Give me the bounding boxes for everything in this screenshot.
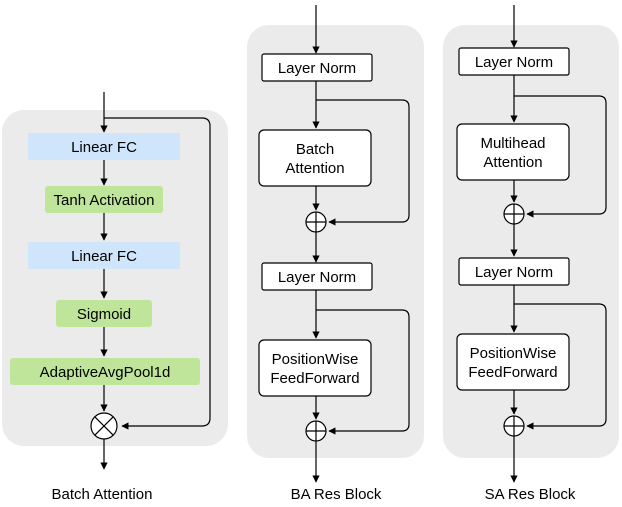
bares-layer-norm-1-label: Layer Norm [278,60,356,77]
multiply-op-icon [90,412,118,440]
bares-ffn-line-2: FeedForward [270,370,359,387]
bares-layer-norm-1-box [261,53,373,82]
bares-add-op-1-icon [305,211,327,233]
batch-attention-line-2: Attention [285,160,344,177]
bares-layer-norm-2-box [261,262,373,291]
batch-attention-panel: Linear FC Tanh Activation Linear FC Sigm… [2,92,228,503]
sares-add-op-2-icon [503,415,525,437]
sigmoid-box [56,300,152,327]
sares-layer-norm-1-label: Layer Norm [475,54,553,71]
linear-fc-1-box [28,133,180,160]
multihead-attention-line-2: Attention [483,154,542,171]
sares-skip-1 [514,95,607,218]
batch-attention-background [2,110,228,446]
tanh-activation-box [45,186,163,213]
linear-fc-1-label: Linear FC [71,139,137,156]
bares-skip-1 [316,99,410,226]
bares-ffn-box [258,339,372,397]
sares-ffn-box [456,333,570,391]
linear-fc-2-label: Linear FC [71,248,137,265]
ba-skip-connection [104,117,211,430]
ba-res-block-panel: Layer Norm Batch Attention Layer Norm Po… [247,5,424,503]
batch-attention-caption: Batch Attention [52,486,153,502]
sares-ffn-line-1: PositionWise [470,345,557,362]
multihead-attention-line-1: Multihead [480,135,545,152]
sares-layer-norm-2-label: Layer Norm [475,264,553,281]
sigmoid-label: Sigmoid [77,306,131,323]
bares-layer-norm-2-label: Layer Norm [278,269,356,286]
sa-res-block-panel: Layer Norm Multihead Attention Layer Nor… [443,5,619,503]
tanh-activation-label: Tanh Activation [54,192,155,209]
batch-attention-box [258,129,372,187]
ba-res-block-caption: BA Res Block [291,486,382,502]
bares-skip-2 [316,309,410,435]
bares-ffn-line-1: PositionWise [272,351,359,368]
bares-add-op-2-icon [305,420,327,442]
sa-res-block-caption: SA Res Block [485,486,576,502]
batch-attention-line-1: Batch [296,141,334,158]
sares-ffn-line-2: FeedForward [468,364,557,381]
sares-add-op-1-icon [503,203,525,225]
sa-res-block-background [443,25,619,458]
adaptive-avg-pool-label: AdaptiveAvgPool1d [40,364,171,381]
adaptive-avg-pool-box [10,358,200,385]
sares-skip-2 [514,303,607,430]
multihead-attention-box [456,123,570,181]
linear-fc-2-box [28,242,180,269]
